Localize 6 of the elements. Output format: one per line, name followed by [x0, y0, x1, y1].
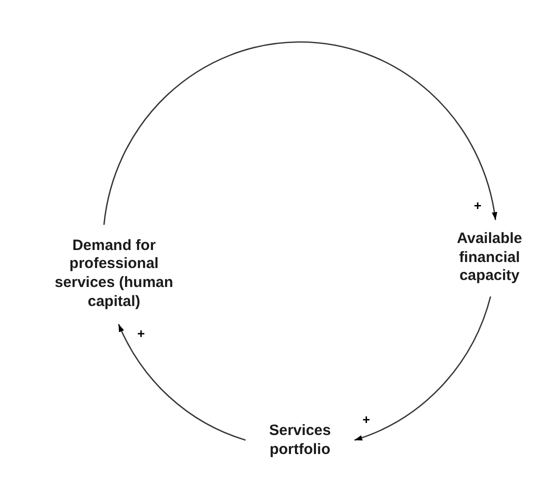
arrow [354, 296, 492, 441]
node-label: Services portfolio [268, 422, 332, 460]
node-label: Available financial capacity [456, 230, 524, 286]
arrow [118, 324, 246, 441]
node-label: Demand for professional services (human capital) [54, 236, 174, 312]
arrow [103, 42, 497, 225]
